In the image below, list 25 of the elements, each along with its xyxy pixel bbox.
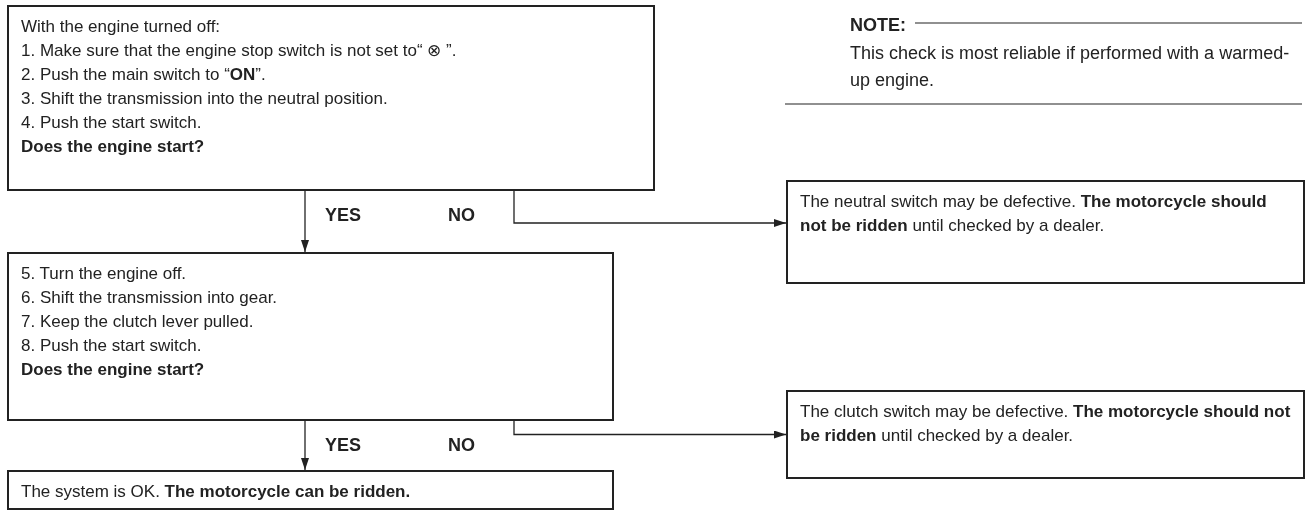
instruction-text: 8. Push the start switch. xyxy=(21,335,203,357)
note-text: This check is most reliable if performed with a warmed-up engine. xyxy=(850,42,1291,92)
process-box xyxy=(786,390,1305,479)
question-text: Does the engine start? xyxy=(21,136,206,158)
instruction-text: The system is OK. The motorcycle can be ridden. xyxy=(21,481,412,503)
process-box xyxy=(7,470,614,510)
decision-box xyxy=(7,5,655,191)
note-heading: NOTE: xyxy=(850,14,906,37)
instruction-text: 7. Keep the clutch lever pulled. xyxy=(21,311,255,333)
instruction-text: 4. Push the start switch. xyxy=(21,112,203,134)
arrow xyxy=(301,190,309,253)
arrow xyxy=(513,420,787,439)
instruction-text: With the engine turned off: xyxy=(21,16,222,38)
instruction-text: 1. Make sure that the engine stop switch is not set to“ ⊗ ”. xyxy=(21,40,458,62)
arrow xyxy=(301,420,309,471)
instruction-text: 3. Shift the transmission into the neutral position. xyxy=(21,88,389,110)
process-box xyxy=(786,180,1305,284)
instruction-text: The clutch switch may be defective. The motorcycle should not be ridden until checked by a dealer. xyxy=(800,401,1291,447)
instruction-text: 6. Shift the transmission into gear. xyxy=(21,287,279,309)
instruction-text: The neutral switch may be defective. The motorcycle should not be ridden until checked by a dealer. xyxy=(800,191,1268,237)
question-text: Does the engine start? xyxy=(21,359,206,381)
arrow xyxy=(513,190,787,227)
instruction-text: 2. Push the main switch to “ON”. xyxy=(21,64,267,86)
decision-box xyxy=(7,252,614,421)
instruction-text: 5. Turn the engine off. xyxy=(21,263,188,285)
